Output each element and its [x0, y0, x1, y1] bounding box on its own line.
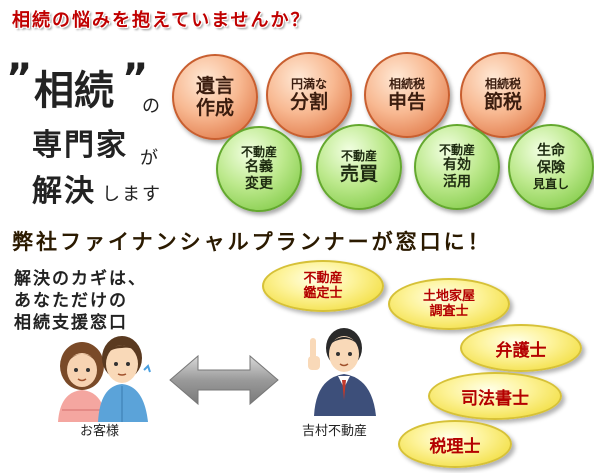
circle-line: 見直し	[532, 177, 569, 191]
circle-line: 遺言	[195, 75, 234, 97]
two-way-arrow-icon	[169, 354, 279, 406]
circle-line: 円満な	[290, 77, 327, 91]
circle-line: 生命	[537, 143, 565, 159]
businessman-illustration	[308, 328, 376, 416]
circle-line: 相続税	[388, 77, 425, 91]
specialist-land-surveyor: 土地家屋 調査士	[388, 278, 510, 330]
service-circle-insurance: 生命 保険 見直し	[508, 124, 594, 210]
service-circle-title-change: 不動産 名義 変更	[216, 126, 302, 212]
heading-souzoku: 相続	[34, 68, 114, 114]
heading-experts: 専門家	[32, 128, 128, 163]
circle-line: 変更	[245, 176, 273, 192]
circle-line: 作成	[195, 97, 234, 119]
circle-line: 不動産	[438, 143, 475, 157]
circle-line: 分割	[289, 91, 328, 113]
circle-line: 売買	[339, 163, 378, 185]
service-circle-tax-saving: 相続税 節税	[460, 52, 546, 138]
description-line: 相続支援窓口	[14, 313, 128, 333]
circle-line: 活用	[443, 174, 471, 190]
service-circle-division: 円満な 分割	[266, 52, 352, 138]
specialist-line: 司法書士	[461, 388, 529, 409]
specialist-lawyer: 弁護士	[460, 324, 582, 372]
service-circle-tax-return: 相続税 申告	[364, 52, 450, 138]
circle-line: 相続税	[484, 77, 521, 91]
circle-line: 申告	[387, 91, 426, 113]
description-line: あなただけの	[14, 291, 128, 311]
service-circle-utilization: 不動産 有効 活用	[414, 124, 500, 210]
customers-illustration	[58, 336, 151, 422]
description-line: 解決のカギは、	[14, 269, 147, 289]
specialist-line: 弁護士	[495, 340, 547, 361]
specialist-scrivener: 司法書士	[428, 372, 562, 420]
customer-label: お客様	[80, 424, 120, 439]
circle-line: 不動産	[240, 145, 277, 159]
specialist-line: 不動産	[303, 271, 343, 286]
circle-line: 不動産	[340, 149, 377, 163]
quote-close: ”	[122, 56, 149, 102]
circle-line: 保険	[537, 160, 565, 176]
specialist-appraiser: 不動産 鑑定士	[262, 260, 384, 312]
specialist-line: 鑑定士	[303, 286, 343, 301]
quote-open: ”	[6, 56, 33, 102]
heading-solve: 解決	[32, 174, 96, 209]
circle-line: 節税	[483, 91, 522, 113]
heading-suffix: します	[102, 184, 162, 205]
subheading: 弊社ファイナンシャルプランナーが窓口に！	[12, 230, 492, 254]
specialist-tax-accountant: 税理士	[398, 420, 512, 468]
service-circle-will: 遺言 作成	[172, 54, 258, 140]
specialist-line: 土地家屋	[422, 289, 475, 304]
service-circle-sale: 不動産 売買	[316, 124, 402, 210]
company-label: 吉村不動産	[302, 424, 368, 439]
specialist-line: 調査士	[429, 304, 469, 319]
circle-line: 名義	[245, 159, 273, 175]
specialist-line: 税理士	[429, 436, 481, 457]
particle-ga: が	[140, 148, 158, 169]
headline: 相続の悩みを抱えていませんか？	[12, 10, 311, 31]
circle-line: 有効	[443, 157, 471, 173]
particle-no: の	[142, 96, 160, 117]
